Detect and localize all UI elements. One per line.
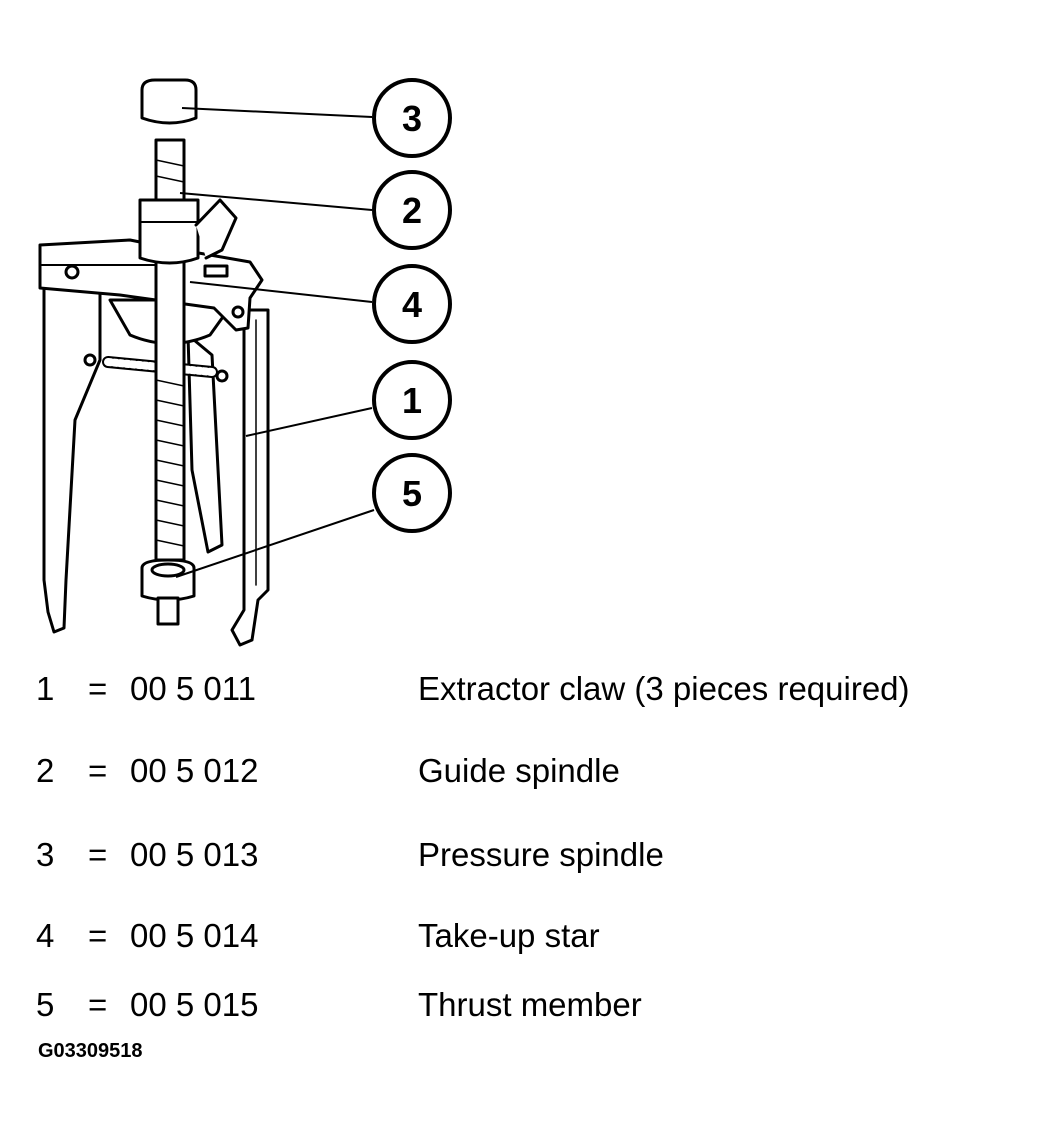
- legend-number: 2: [36, 752, 55, 789]
- leader-line-1: [245, 407, 373, 437]
- legend-description: Thrust member: [418, 986, 642, 1023]
- legend-number: 3: [36, 836, 55, 873]
- legend-row-2: 2 = 00 5 012 Guide spindle: [0, 752, 1044, 802]
- thrust-member: [140, 558, 196, 626]
- leader-line-2: [179, 192, 373, 211]
- legend-row-3: 3 = 00 5 013 Pressure spindle: [0, 836, 1044, 886]
- callout-circle: [372, 360, 452, 440]
- puller-tool-illustration: 3 2 4 1 5: [38, 78, 452, 647]
- take-up-star: [38, 238, 264, 332]
- extractor-claw-left: [42, 283, 102, 634]
- legend-part-code: 00 5 012: [130, 752, 259, 789]
- legend-equals: =: [88, 670, 108, 707]
- legend-part-code: 00 5 013: [130, 836, 259, 873]
- callout-number: 2: [402, 190, 422, 231]
- legend-row-4: 4 = 00 5 014 Take-up star: [0, 917, 1044, 967]
- legend-row-1: 1 = 00 5 011 Extractor claw (3 pieces re…: [0, 670, 1044, 720]
- legend-equals: =: [88, 986, 108, 1023]
- legend-description: Extractor claw (3 pieces required): [418, 670, 910, 707]
- callout-circle: [372, 453, 452, 533]
- extractor-claw-middle: [186, 333, 224, 554]
- leader-line-3: [181, 107, 373, 118]
- legend-part-code: 00 5 015: [130, 986, 259, 1023]
- legend-row-5: 5 = 00 5 015 Thrust member: [0, 986, 1044, 1036]
- callout-1: 1: [372, 360, 452, 440]
- legend-number: 5: [36, 986, 55, 1023]
- callout-number: 4: [402, 284, 422, 325]
- legend-equals: =: [88, 752, 108, 789]
- legend-part-code: 00 5 011: [130, 670, 257, 707]
- legend-part-code: 00 5 014: [130, 917, 259, 954]
- callout-number: 5: [402, 473, 422, 514]
- legend-number: 4: [36, 917, 55, 954]
- guide-spindle: [138, 198, 238, 265]
- extractor-claw-right: [230, 308, 270, 647]
- callout-5: 5: [372, 453, 452, 533]
- figure-code: G03309518: [38, 1040, 143, 1062]
- callout-4: 4: [372, 264, 452, 344]
- legend-description: Guide spindle: [418, 752, 620, 789]
- callout-circle: [372, 170, 452, 250]
- legend-equals: =: [88, 917, 108, 954]
- legend-equals: =: [88, 836, 108, 873]
- callout-circle: [372, 78, 452, 158]
- callout-number: 3: [402, 98, 422, 139]
- callout-3: 3: [372, 78, 452, 158]
- callout-markers: 3 2 4 1 5: [372, 78, 452, 533]
- callout-number: 1: [402, 380, 422, 421]
- callout-circle: [372, 264, 452, 344]
- legend-description: Take-up star: [418, 917, 600, 954]
- legend-number: 1: [36, 670, 55, 707]
- leader-line-4: [189, 281, 373, 303]
- leader-line-5: [175, 509, 375, 578]
- callout-2: 2: [372, 170, 452, 250]
- legend-description: Pressure spindle: [418, 836, 664, 873]
